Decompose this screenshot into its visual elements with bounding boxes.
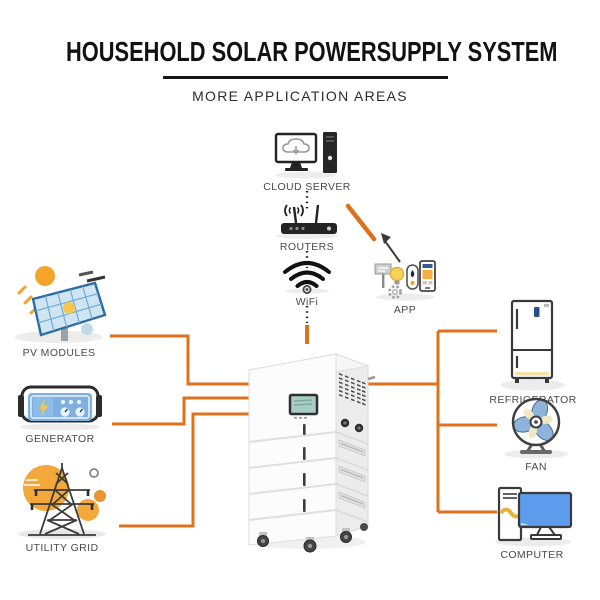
computer-icon xyxy=(495,486,573,547)
title-underline xyxy=(163,76,448,79)
refrigerator-node: REFRIGERATOR xyxy=(489,298,576,406)
page-title: HOUSEHOLD SOLAR POWERSUPPLY SYSTEM xyxy=(66,36,558,67)
generator-label: GENERATOR xyxy=(25,433,95,445)
computer-node: COMPUTER xyxy=(489,485,575,561)
battery-storage-unit-node xyxy=(242,348,376,554)
app-node: APP xyxy=(372,228,438,316)
generator-icon xyxy=(18,385,102,431)
cloud-server-label: CLOUD SERVER xyxy=(263,181,351,193)
connector-unit-to-appliances xyxy=(365,329,497,514)
solar-panel-icon xyxy=(15,266,107,343)
wifi-icon xyxy=(283,261,331,294)
solar-battery-tower-icon xyxy=(247,353,376,553)
generator-node: GENERATOR xyxy=(12,383,108,445)
wifi-label: WiFi xyxy=(295,296,319,308)
router-icon xyxy=(276,204,338,239)
wifi-node: WiFi xyxy=(277,258,337,308)
connector-router-to-app-diagonal xyxy=(345,203,377,242)
connector-pv-to-unit xyxy=(110,334,250,386)
utility-grid-label: UTILITY GRID xyxy=(25,542,99,554)
page-subtitle: MORE APPLICATION AREAS xyxy=(192,88,408,104)
fan-label: FAN xyxy=(525,461,547,473)
pv-modules-label: PV MODULES xyxy=(22,347,96,359)
connector-grid-to-unit xyxy=(119,412,250,528)
fan-node: FAN xyxy=(497,397,575,473)
app-icon xyxy=(374,233,436,301)
cloud-server-node: CLOUD SERVER xyxy=(252,131,362,193)
utility-grid-node: UTILITY GRID xyxy=(10,460,114,554)
refrigerator-icon xyxy=(501,299,565,391)
computer-label: COMPUTER xyxy=(500,549,564,561)
transmission-tower-icon xyxy=(18,463,106,539)
connector-generator-to-unit xyxy=(112,396,250,426)
fan-icon xyxy=(504,397,568,459)
cloud-server-icon xyxy=(274,132,337,179)
pv-modules-node: PV MODULES xyxy=(8,263,110,359)
routers-node: ROUTERS xyxy=(260,203,354,253)
routers-label: ROUTERS xyxy=(279,241,335,253)
app-label: APP xyxy=(393,304,417,316)
